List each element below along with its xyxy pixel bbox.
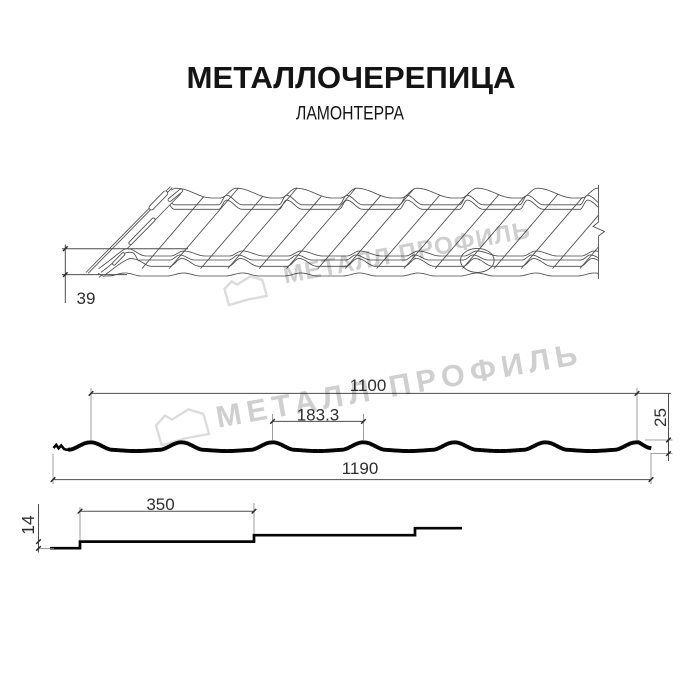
svg-text:1190: 1190: [342, 459, 379, 478]
svg-text:183.3: 183.3: [297, 406, 340, 425]
svg-text:39: 39: [77, 289, 96, 308]
svg-text:14: 14: [18, 515, 38, 535]
svg-text:350: 350: [146, 495, 174, 514]
svg-text:МЕТАЛЛОЧЕРЕПИЦА: МЕТАЛЛОЧЕРЕПИЦА: [187, 60, 516, 95]
svg-text:25: 25: [651, 408, 670, 427]
svg-text:ЛАМОНТЕРРА: ЛАМОНТЕРРА: [296, 104, 404, 125]
svg-text:1100: 1100: [350, 376, 387, 395]
